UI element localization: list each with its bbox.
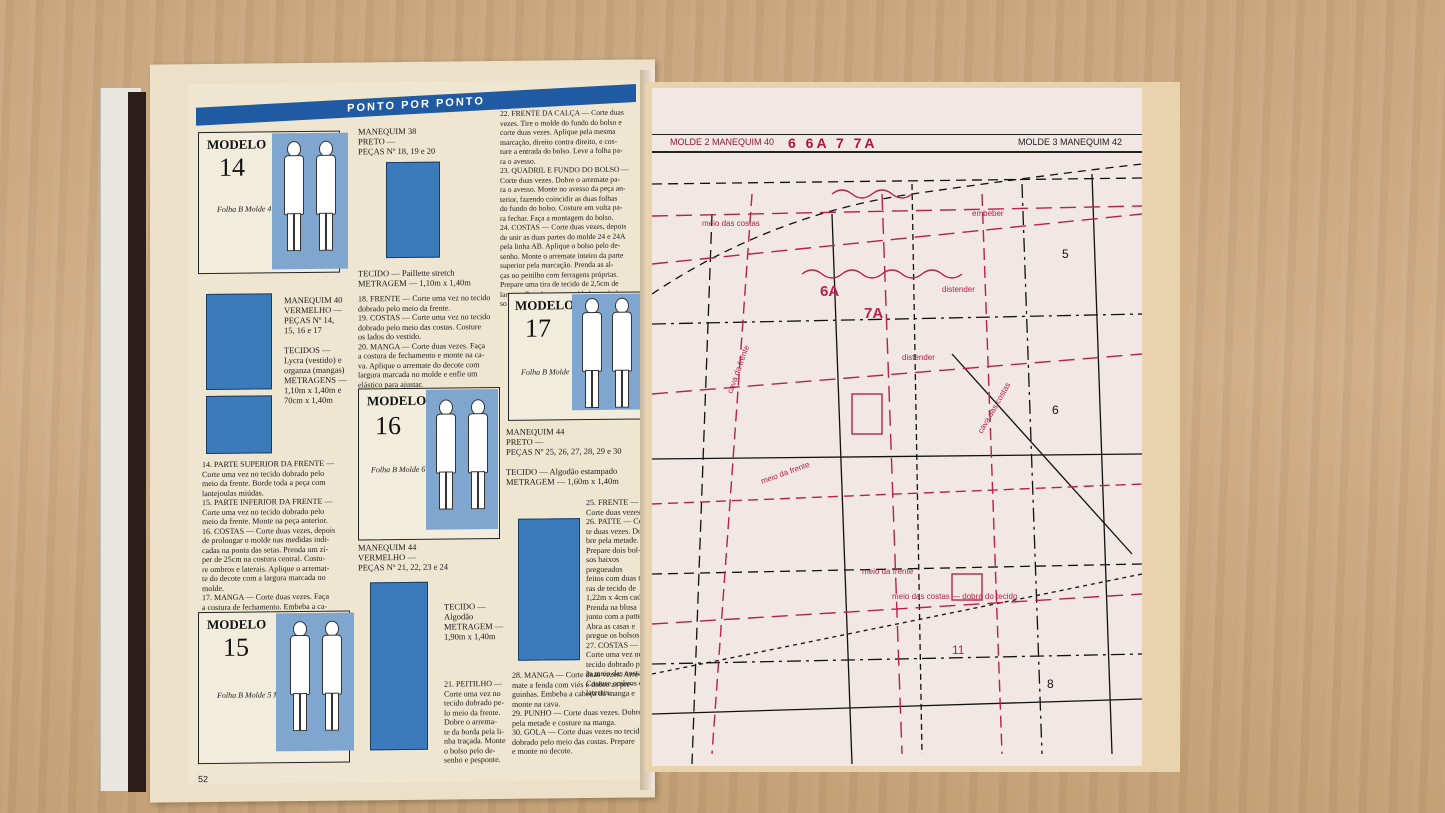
- pattern-diagram-14: [206, 293, 272, 391]
- pattern-diagram-16: [370, 581, 428, 751]
- label-embeber: embeber: [972, 209, 1004, 218]
- figure-front: [580, 297, 602, 409]
- modelo-16-label: MODELO: [367, 392, 427, 409]
- label-6a: 6A: [820, 283, 839, 300]
- modelo-16-instructions: 21. PEITILHO — Corte uma vez no tecido d…: [444, 678, 506, 765]
- label-meio-costas: meio das costas: [702, 219, 760, 228]
- modelo-14-label: MODELO: [207, 136, 267, 153]
- label-7a: 7A: [864, 305, 883, 322]
- figure-front: [282, 141, 304, 252]
- figure-back: [610, 297, 632, 408]
- figure-back: [466, 399, 488, 510]
- modelo-17-spec: MANEQUIM 44 PRETO — PEÇAS Nº 25, 26, 27,…: [506, 426, 622, 487]
- modelo-15-illustration: [276, 612, 354, 752]
- molde-3-label: MOLDE 3 MANEQUIM 42: [1018, 137, 1123, 147]
- molde-2-label: MOLDE 2 MANEQUIM 40: [670, 137, 775, 147]
- label-8: 8: [1047, 677, 1054, 691]
- pattern-diagram-15: [386, 161, 440, 259]
- modelo-15-number: 15: [223, 632, 249, 662]
- modelo-14-spec: MANEQUIM 40 VERMELHO — PEÇAS Nº 14, 15, …: [284, 294, 347, 406]
- label-meio-frente-1: meio da frente: [760, 460, 812, 486]
- pattern-lines: meio das costas embeber distender disten…: [652, 163, 1142, 764]
- modelo-17-illustration: [572, 293, 642, 411]
- instruction-page: PONTO POR PONTO MODELO 14 Folha B Molde …: [188, 79, 650, 785]
- modelo-16-tecido: TECIDO — Algodão METRAGEM — 1,90m x 1,40…: [444, 601, 504, 642]
- label-meio-costas-dobra: meio das costas — dobra do tecido: [892, 592, 1018, 601]
- page-number: 52: [198, 774, 209, 785]
- figure-back: [320, 620, 342, 731]
- label-5: 5: [1062, 247, 1069, 261]
- modelo-14-instructions: 14. PARTE SUPERIOR DA FRENTE — Corte uma…: [202, 458, 336, 621]
- modelo-16-illustration: [426, 388, 498, 530]
- label-cava-costas: cava das costas: [976, 381, 1012, 435]
- label-distender-1: distender: [942, 285, 975, 294]
- figure-back: [314, 140, 336, 251]
- pattern-diagram-17b: [518, 518, 580, 661]
- pattern-sheet: MOLDE 2 MANEQUIM 40 6 6A 7 7A MOLDE 3 MA…: [652, 88, 1142, 766]
- modelo-16-number: 16: [375, 411, 401, 441]
- pattern-diagram-17: [206, 395, 272, 455]
- label-6: 6: [1052, 403, 1059, 417]
- left-page: PONTO POR PONTO MODELO 14 Folha B Molde …: [150, 59, 655, 803]
- modelo-15-label: MODELO: [207, 616, 267, 633]
- figure-front: [434, 399, 456, 510]
- col3-instructions: 22. FRENTE DA CALÇA — Corte duas vezes. …: [500, 107, 630, 308]
- modelo-14-number: 14: [219, 152, 245, 182]
- molde-header-row: MOLDE 2 MANEQUIM 40 6 6A 7 7A MOLDE 3 MA…: [652, 134, 1142, 153]
- magazine-spine: [128, 92, 146, 792]
- modelo-17-label: MODELO: [515, 297, 575, 313]
- modelo-16-spec: MANEQUIM 44 VERMELHO — PEÇAS Nº 21, 22, …: [358, 541, 449, 573]
- modelo-15-header: MANEQUIM 38 PRETO — PEÇAS Nº 18, 19 e 20: [358, 125, 436, 157]
- molde-numbers: 6 6A 7 7A: [788, 135, 878, 151]
- figure-front: [288, 621, 310, 732]
- modelo-15-spec: TECIDO — Paillette stretch METRAGEM — 1,…: [358, 267, 471, 289]
- label-11: 11: [952, 643, 965, 657]
- label-meio-frente-2: meio da frente: [862, 567, 914, 576]
- modelo-17-number: 17: [525, 313, 551, 343]
- label-distender-2: distender: [902, 353, 935, 362]
- modelo-15-instructions: 18. FRENTE — Corte uma vez no tecido dob…: [358, 293, 491, 389]
- modelo-14-illustration: [272, 132, 348, 270]
- modelo-17-instructions-2: 28. MANGA — Corte duas vezes. Arre- mate…: [512, 669, 644, 756]
